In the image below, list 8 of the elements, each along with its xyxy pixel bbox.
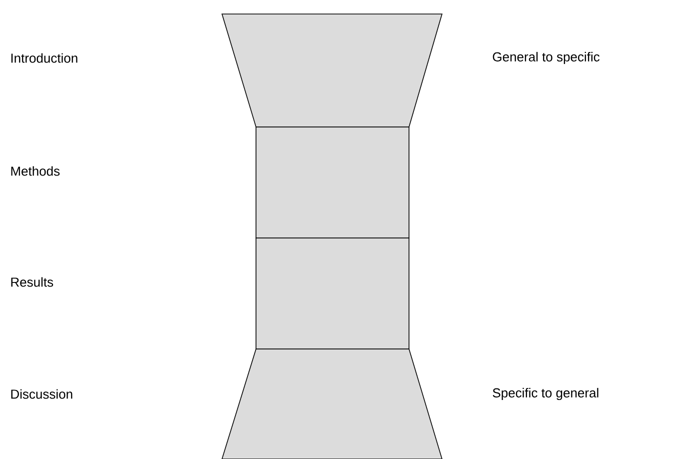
direction-label: General to specific — [492, 52, 600, 64]
section-label: Discussion — [11, 389, 72, 399]
section-box — [256, 238, 410, 350]
section-label: Introduction — [11, 53, 78, 63]
section-box — [256, 126, 410, 238]
section-label: Methods — [11, 166, 60, 176]
section-label: Results — [11, 277, 54, 287]
direction-label: Specific to general — [492, 388, 598, 400]
